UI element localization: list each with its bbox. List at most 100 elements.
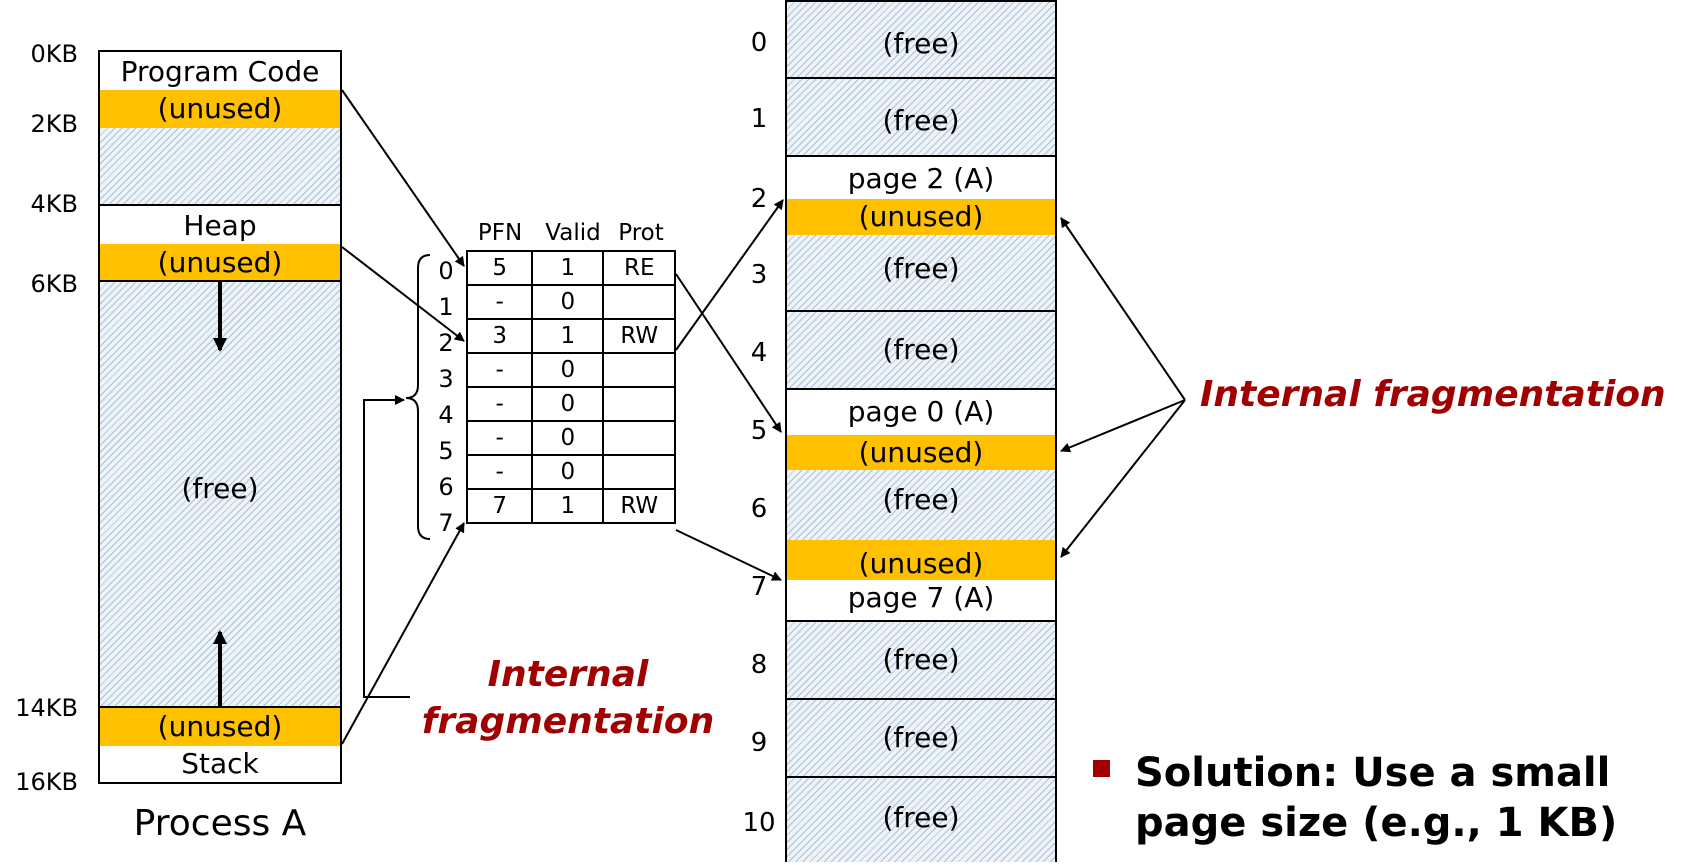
row-index: 0 <box>438 257 454 285</box>
valid-cell: 1 <box>531 250 605 286</box>
row-index: 7 <box>438 509 454 537</box>
physical-memory: (free) (free) page 2 (A) (unused) (free)… <box>785 0 1057 862</box>
row-index: 3 <box>438 365 454 393</box>
stack-label: Stack <box>181 747 259 780</box>
kb-label-0: 0KB <box>30 40 78 68</box>
valid-cell: 0 <box>531 352 605 388</box>
arrow-pte7-to-frame7 <box>675 529 782 581</box>
process-address-space: Program Code (unused) Heap (unused) (fre… <box>98 50 342 784</box>
table-row: -0 <box>465 420 676 456</box>
valid-cell: 0 <box>531 454 605 490</box>
frame-5-unused: (unused) <box>787 435 1055 470</box>
unused-label: (unused) <box>858 547 984 580</box>
code-free-gap <box>100 128 340 206</box>
frame-number: 6 <box>750 494 768 524</box>
frame-10: (free) <box>787 778 1055 862</box>
unused-label: (unused) <box>858 436 984 469</box>
arrow-code-to-pte0 <box>341 89 465 267</box>
row-index: 2 <box>438 329 454 357</box>
pfn-cell: - <box>465 454 534 490</box>
frame-8: (free) <box>787 622 1055 700</box>
page-table-brace <box>405 254 431 540</box>
free-label: (free) <box>882 104 960 137</box>
table-row: -0 <box>465 454 676 490</box>
frame-0: (free) <box>787 2 1055 79</box>
table-row: -0 <box>465 284 676 320</box>
valid-cell: 1 <box>531 318 605 354</box>
bullet-square-icon <box>1093 760 1110 777</box>
row-index: 4 <box>438 401 454 429</box>
row-index: 5 <box>438 437 454 465</box>
frame-6: (free) <box>787 470 1055 540</box>
arrow-pte2-to-frame2 <box>675 199 784 351</box>
internal-fragmentation-left: Internal fragmentation <box>418 652 718 746</box>
frame-number: 2 <box>750 184 768 214</box>
prot-cell <box>602 454 676 490</box>
heap-segment: Heap <box>100 206 340 244</box>
code-unused-segment: (unused) <box>100 90 340 128</box>
frame-number: 0 <box>750 28 768 58</box>
frame-7-page: page 7 (A) <box>787 580 1055 622</box>
frag-arrow-frame5 <box>1060 399 1186 453</box>
prot-cell <box>602 386 676 422</box>
prot-cell <box>602 284 676 320</box>
valid-cell: 0 <box>531 386 605 422</box>
free-label: (free) <box>882 721 960 754</box>
brace-connector <box>363 395 410 698</box>
kb-label-4: 4KB <box>30 190 78 218</box>
heap-unused-label: (unused) <box>157 246 283 279</box>
kb-label-2: 2KB <box>30 110 78 138</box>
row-index: 6 <box>438 473 454 501</box>
frame-7-unused: (unused) <box>787 540 1055 580</box>
prot-cell <box>602 420 676 456</box>
pfn-cell: - <box>465 284 534 320</box>
arrow-pte0-to-frame5 <box>675 273 782 433</box>
table-row: -0 <box>465 352 676 388</box>
frame-number: 4 <box>750 338 768 368</box>
frame-number: 5 <box>750 416 768 446</box>
frag-arrow-frame2 <box>1060 217 1186 401</box>
header-valid: Valid <box>545 220 601 246</box>
stack-segment: Stack <box>100 746 340 782</box>
free-label: (free) <box>882 643 960 676</box>
free-label: (free) <box>882 483 960 516</box>
stack-unused-label: (unused) <box>157 710 283 743</box>
frame-2-unused: (unused) <box>787 199 1055 235</box>
free-label: (free) <box>882 333 960 366</box>
free-region-label: (free) <box>181 472 259 505</box>
prot-cell: RW <box>602 488 676 524</box>
arrow-stack-to-pte7 <box>341 522 465 745</box>
frame-number: 7 <box>750 572 768 602</box>
frame-9: (free) <box>787 700 1055 778</box>
frame-5-page: page 0 (A) <box>787 390 1055 435</box>
program-code-segment: Program Code <box>100 52 340 90</box>
program-code-label: Program Code <box>120 55 320 88</box>
prot-cell <box>602 352 676 388</box>
free-label: (free) <box>882 252 960 285</box>
page7-label: page 7 (A) <box>847 581 995 614</box>
page2-label: page 2 (A) <box>847 162 995 195</box>
prot-cell: RW <box>602 318 676 354</box>
kb-label-16: 16KB <box>15 768 78 796</box>
pfn-cell: 5 <box>465 250 534 286</box>
pfn-cell: - <box>465 386 534 422</box>
frame-number: 3 <box>750 260 768 290</box>
row-index: 1 <box>438 293 454 321</box>
frame-4: (free) <box>787 312 1055 390</box>
pfn-cell: - <box>465 420 534 456</box>
valid-cell: 0 <box>531 420 605 456</box>
header-prot: Prot <box>618 220 664 246</box>
internal-frag-line2: fragmentation <box>421 700 715 742</box>
free-label: (free) <box>882 801 960 834</box>
heap-unused-segment: (unused) <box>100 244 340 282</box>
free-label: (free) <box>882 27 960 60</box>
frame-1: (free) <box>787 79 1055 157</box>
kb-label-6: 6KB <box>30 270 78 298</box>
pfn-cell: 7 <box>465 488 534 524</box>
header-pfn: PFN <box>477 220 523 246</box>
frame-number: 9 <box>750 728 768 758</box>
